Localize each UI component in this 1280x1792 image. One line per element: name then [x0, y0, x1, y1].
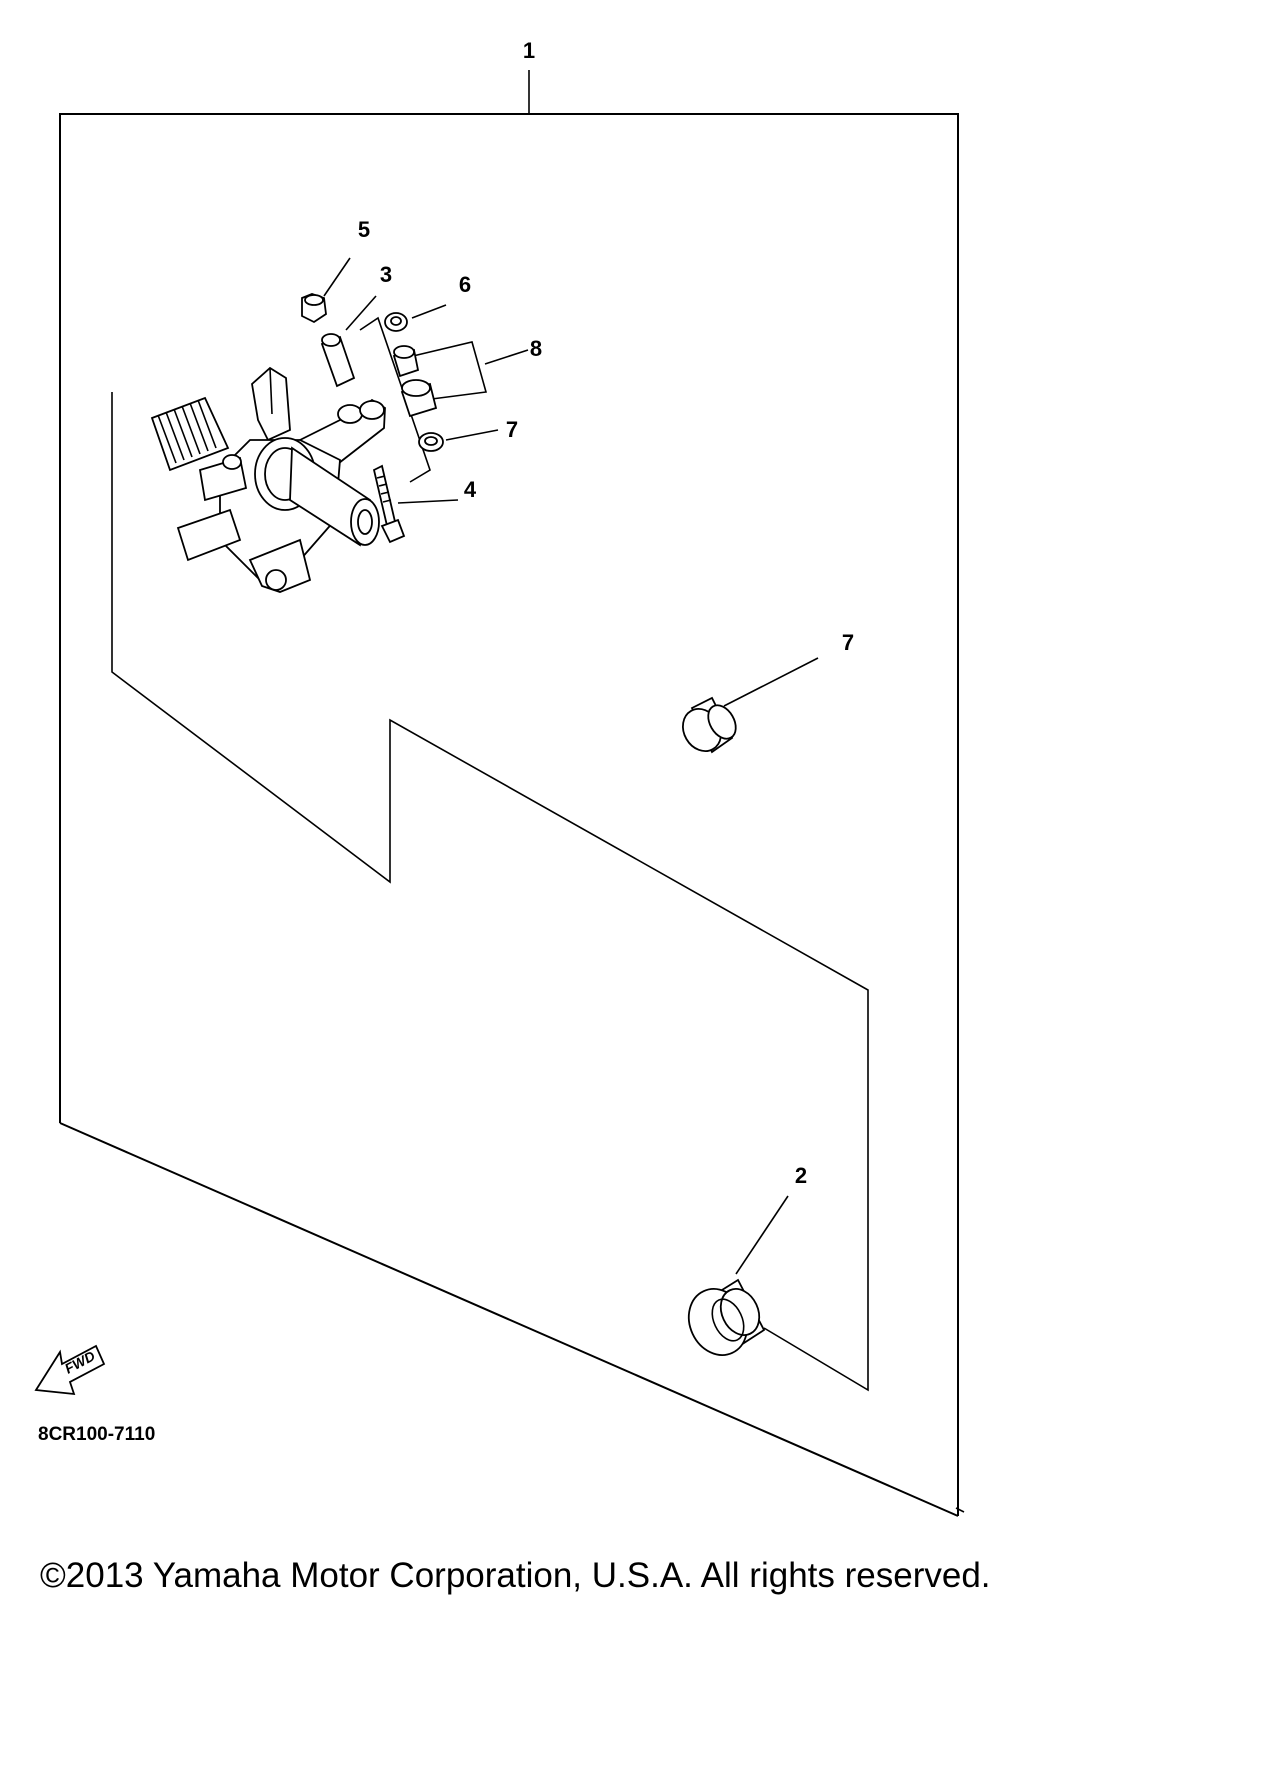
diagram-code: 8CR100-7110	[38, 1424, 155, 1445]
part-7-washer-upper: 6	[384, 272, 471, 332]
svg-text:8: 8	[530, 336, 542, 361]
part-4-bolt: 4	[372, 464, 477, 544]
svg-text:6: 6	[459, 272, 471, 297]
part-7-washer-lower: 7	[418, 417, 518, 452]
assembly-boundary	[59, 113, 965, 1517]
svg-text:3: 3	[380, 262, 392, 287]
pump-assembly-part	[150, 366, 386, 593]
inner-boundary	[111, 392, 869, 1392]
callout-1: 1	[523, 38, 535, 114]
svg-text:2: 2	[795, 1163, 807, 1188]
svg-text:5: 5	[358, 217, 370, 242]
svg-text:4: 4	[464, 477, 477, 502]
part-6-collar: 7	[682, 630, 854, 754]
fwd-arrow-icon: FWD	[34, 1344, 106, 1396]
svg-text:7: 7	[842, 630, 854, 655]
part-3-pin: 3	[320, 262, 392, 388]
copyright-notice: ©2013 Yamaha Motor Corporation, U.S.A. A…	[40, 1556, 991, 1595]
svg-text:1: 1	[523, 38, 535, 63]
part-2-seal-ring: 2	[687, 1163, 807, 1356]
part-5-cap-nut: 5	[301, 217, 370, 324]
part-8-bushings: 8	[392, 336, 542, 418]
svg-text:7: 7	[506, 417, 518, 442]
